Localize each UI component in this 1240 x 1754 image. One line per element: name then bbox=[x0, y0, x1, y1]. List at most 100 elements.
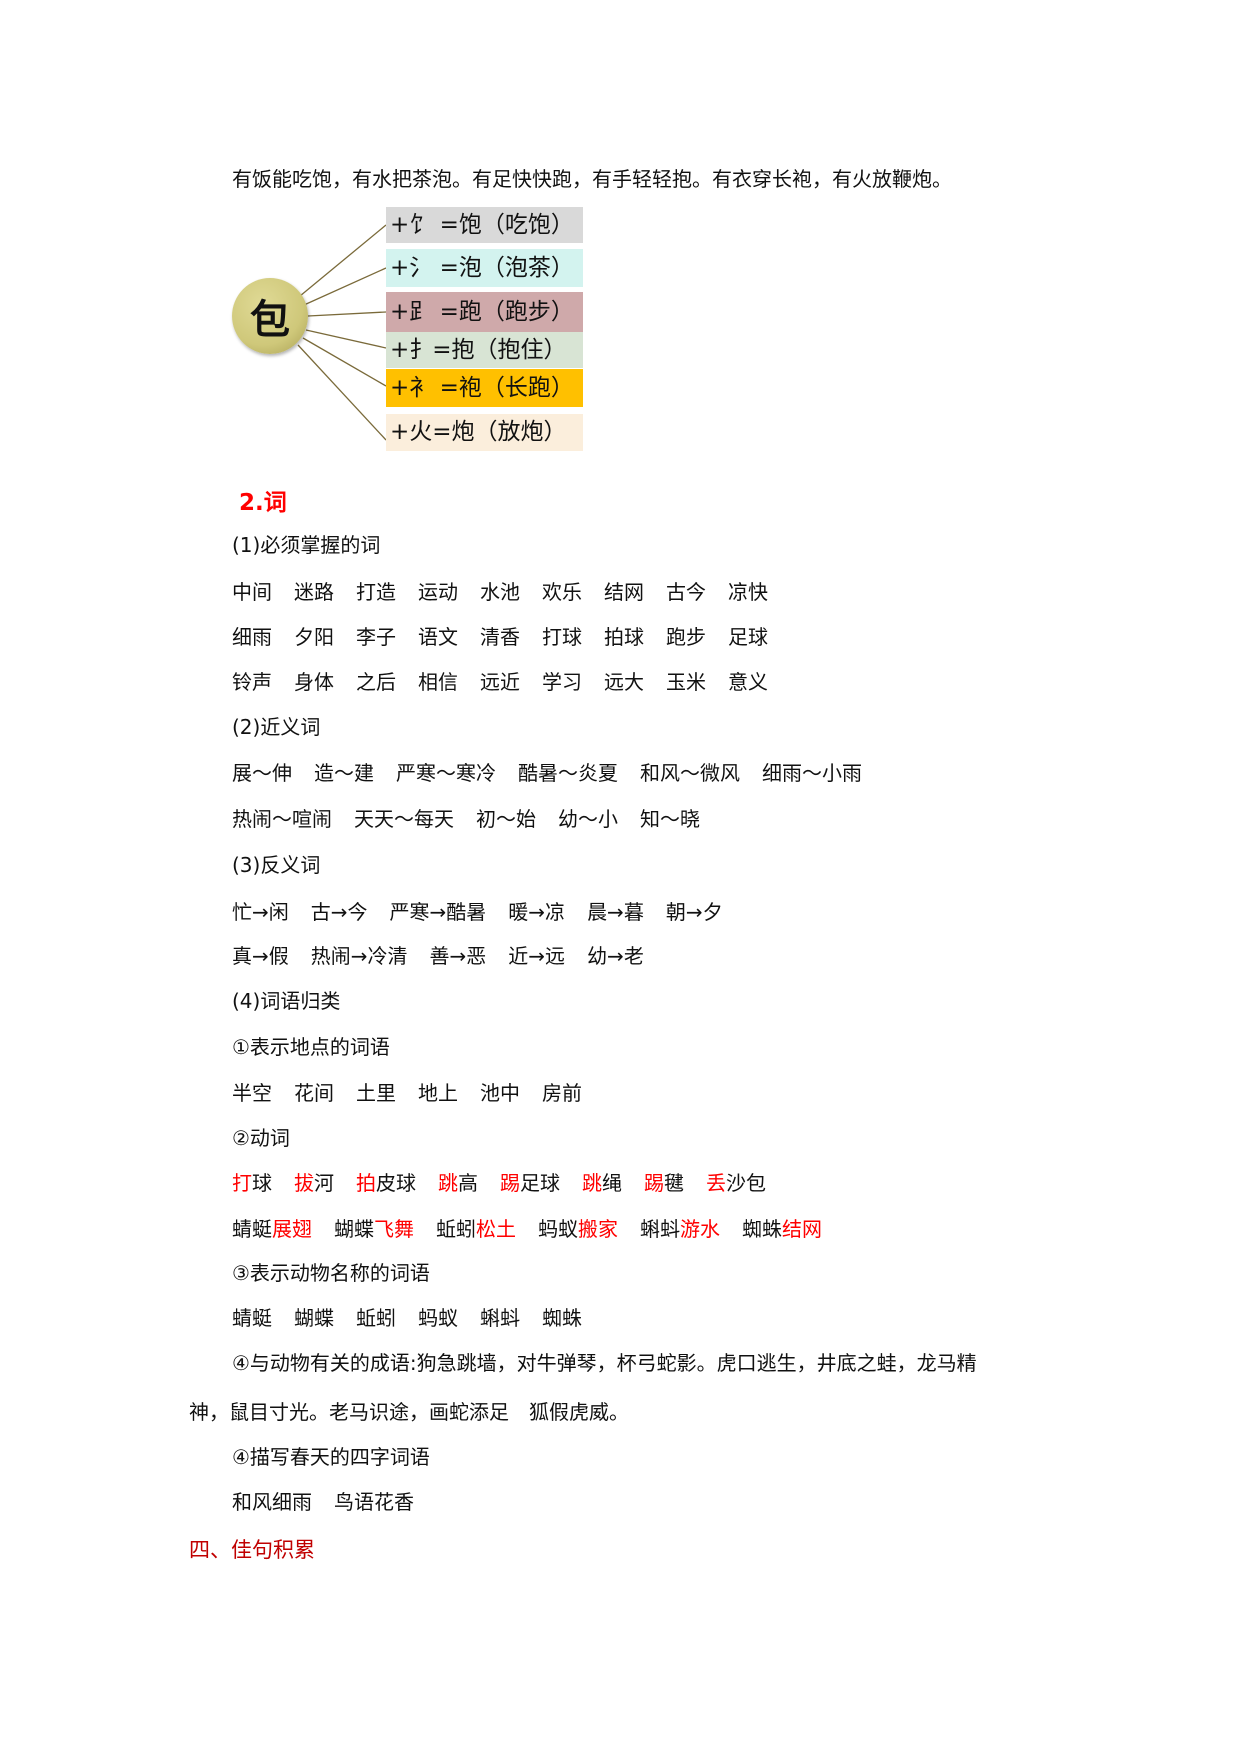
must-know-label: (1)必须掌握的词 bbox=[232, 533, 381, 557]
word: 意义 bbox=[728, 670, 768, 694]
word-row: 铃声身体之后相信远近学习远大玉米意义 bbox=[232, 668, 790, 696]
word: 古今 bbox=[666, 580, 706, 604]
word: 语文 bbox=[418, 625, 458, 649]
categories-label: (4)词语归类 bbox=[232, 989, 341, 1013]
highlighted-part: 打 bbox=[232, 1171, 252, 1195]
highlighted-part: 拔 bbox=[294, 1171, 314, 1195]
word: 踢足球 bbox=[500, 1169, 560, 1197]
verbs-label: ②动词 bbox=[232, 1126, 290, 1150]
animals-label: ③表示动物名称的词语 bbox=[232, 1261, 430, 1285]
spring-row: 和风细雨鸟语花香 bbox=[232, 1488, 436, 1516]
word: 暖→凉 bbox=[508, 900, 566, 924]
word: 严寒→酷暑 bbox=[389, 900, 487, 924]
word: 拍球 bbox=[604, 625, 644, 649]
word: 蜻蜓 bbox=[232, 1306, 272, 1330]
highlighted-part: 跳 bbox=[438, 1171, 458, 1195]
word-row: 细雨夕阳李子语文清香打球拍球跑步足球 bbox=[232, 623, 790, 651]
word: 丢沙包 bbox=[706, 1169, 766, 1197]
word: 远近 bbox=[480, 670, 520, 694]
plain-part: 沙包 bbox=[726, 1171, 766, 1195]
highlighted-part: 展翅 bbox=[272, 1217, 312, 1241]
word: 鸟语花香 bbox=[334, 1490, 414, 1514]
word: 之后 bbox=[356, 670, 396, 694]
highlighted-part: 丢 bbox=[706, 1171, 726, 1195]
word: 玉米 bbox=[666, 670, 706, 694]
word: 踢毽 bbox=[644, 1169, 684, 1197]
plain-part: 蝴蝶 bbox=[334, 1217, 374, 1241]
word: 细雨 bbox=[232, 625, 272, 649]
plain-part: 绳 bbox=[602, 1171, 622, 1195]
word: 忙→闲 bbox=[232, 900, 289, 924]
word: 蜘蛛结网 bbox=[742, 1215, 822, 1243]
branch-link bbox=[307, 311, 387, 317]
section-title-sentences: 四、佳句积累 bbox=[189, 1538, 315, 1562]
highlighted-part: 踢 bbox=[500, 1171, 520, 1195]
word: 结网 bbox=[604, 580, 644, 604]
word: 蝴蝶 bbox=[294, 1306, 334, 1330]
word: 足球 bbox=[728, 625, 768, 649]
branch-box: +饣 =饱（吃饱） bbox=[386, 207, 583, 243]
word: 细雨～小雨 bbox=[762, 761, 862, 785]
word: 蝌蚪 bbox=[480, 1306, 520, 1330]
word: 展～伸 bbox=[232, 761, 292, 785]
word: 跳高 bbox=[438, 1169, 478, 1197]
plain-part: 蜻蜓 bbox=[232, 1217, 272, 1241]
antonym-row: 真→假热闹→冷清善→恶近→远幼→老 bbox=[232, 942, 666, 970]
center-character: 包 bbox=[232, 278, 308, 354]
diagram-links bbox=[297, 224, 387, 441]
word: 和风～微风 bbox=[640, 761, 740, 785]
word: 中间 bbox=[232, 580, 272, 604]
word: 清香 bbox=[480, 625, 520, 649]
word: 铃声 bbox=[232, 670, 272, 694]
places-label: ①表示地点的词语 bbox=[232, 1035, 390, 1059]
branch-link bbox=[299, 224, 387, 297]
word: 迷路 bbox=[294, 580, 334, 604]
word: 花间 bbox=[294, 1081, 334, 1105]
plain-part: 蝌蚪 bbox=[640, 1217, 680, 1241]
word: 凉快 bbox=[728, 580, 768, 604]
word: 地上 bbox=[418, 1081, 458, 1105]
word: 天天～每天 bbox=[354, 807, 454, 831]
word: 蚂蚁搬家 bbox=[538, 1215, 618, 1243]
word: 和风细雨 bbox=[232, 1490, 312, 1514]
animal-actions-row: 蜻蜓展翅蝴蝶飞舞蚯蚓松土蚂蚁搬家蝌蚪游水蜘蛛结网 bbox=[232, 1215, 844, 1243]
highlighted-part: 结网 bbox=[782, 1217, 822, 1241]
word: 跳绳 bbox=[582, 1169, 622, 1197]
highlighted-part: 松土 bbox=[476, 1217, 516, 1241]
word: 半空 bbox=[232, 1081, 272, 1105]
word: 身体 bbox=[294, 670, 334, 694]
synonyms-label: (2)近义词 bbox=[232, 715, 321, 739]
word: 善→恶 bbox=[429, 944, 487, 968]
word: 蜻蜓展翅 bbox=[232, 1215, 312, 1243]
animals-row: 蜻蜓蝴蝶蚯蚓蚂蚁蝌蚪蜘蛛 bbox=[232, 1304, 604, 1332]
plain-part: 蚯蚓 bbox=[436, 1217, 476, 1241]
word: 夕阳 bbox=[294, 625, 334, 649]
idioms-line-1: ④与动物有关的成语:狗急跳墙，对牛弹琴，杯弓蛇影。虎口逃生，井底之蛙，龙马精 bbox=[232, 1351, 977, 1375]
plain-part: 蚂蚁 bbox=[538, 1217, 578, 1241]
branch-link bbox=[297, 344, 387, 441]
branch-box: +扌=抱（抱住） bbox=[386, 332, 583, 368]
word: 欢乐 bbox=[542, 580, 582, 604]
word: 朝→夕 bbox=[665, 900, 723, 924]
plain-part: 皮球 bbox=[376, 1171, 416, 1195]
word: 幼→老 bbox=[587, 944, 644, 968]
branch-box: +衤 =袍（长跑） bbox=[386, 369, 583, 407]
word: 热闹→冷清 bbox=[310, 944, 408, 968]
word: 古→今 bbox=[310, 900, 368, 924]
word: 热闹～喧闹 bbox=[232, 807, 332, 831]
word-row: 中间迷路打造运动水池欢乐结网古今凉快 bbox=[232, 578, 790, 606]
word: 水池 bbox=[480, 580, 520, 604]
places-row: 半空花间土里地上池中房前 bbox=[232, 1079, 604, 1107]
plain-part: 高 bbox=[458, 1171, 478, 1195]
plain-part: 球 bbox=[252, 1171, 272, 1195]
word: 蜘蛛 bbox=[542, 1306, 582, 1330]
word: 蚂蚁 bbox=[418, 1306, 458, 1330]
word: 拔河 bbox=[294, 1169, 334, 1197]
word: 房前 bbox=[542, 1081, 582, 1105]
highlighted-part: 游水 bbox=[680, 1217, 720, 1241]
word: 打球 bbox=[232, 1169, 272, 1197]
antonym-row: 忙→闲古→今严寒→酷暑暖→凉晨→暮朝→夕 bbox=[232, 898, 745, 926]
word: 真→假 bbox=[232, 944, 289, 968]
highlighted-part: 踢 bbox=[644, 1171, 664, 1195]
plain-part: 蜘蛛 bbox=[742, 1217, 782, 1241]
